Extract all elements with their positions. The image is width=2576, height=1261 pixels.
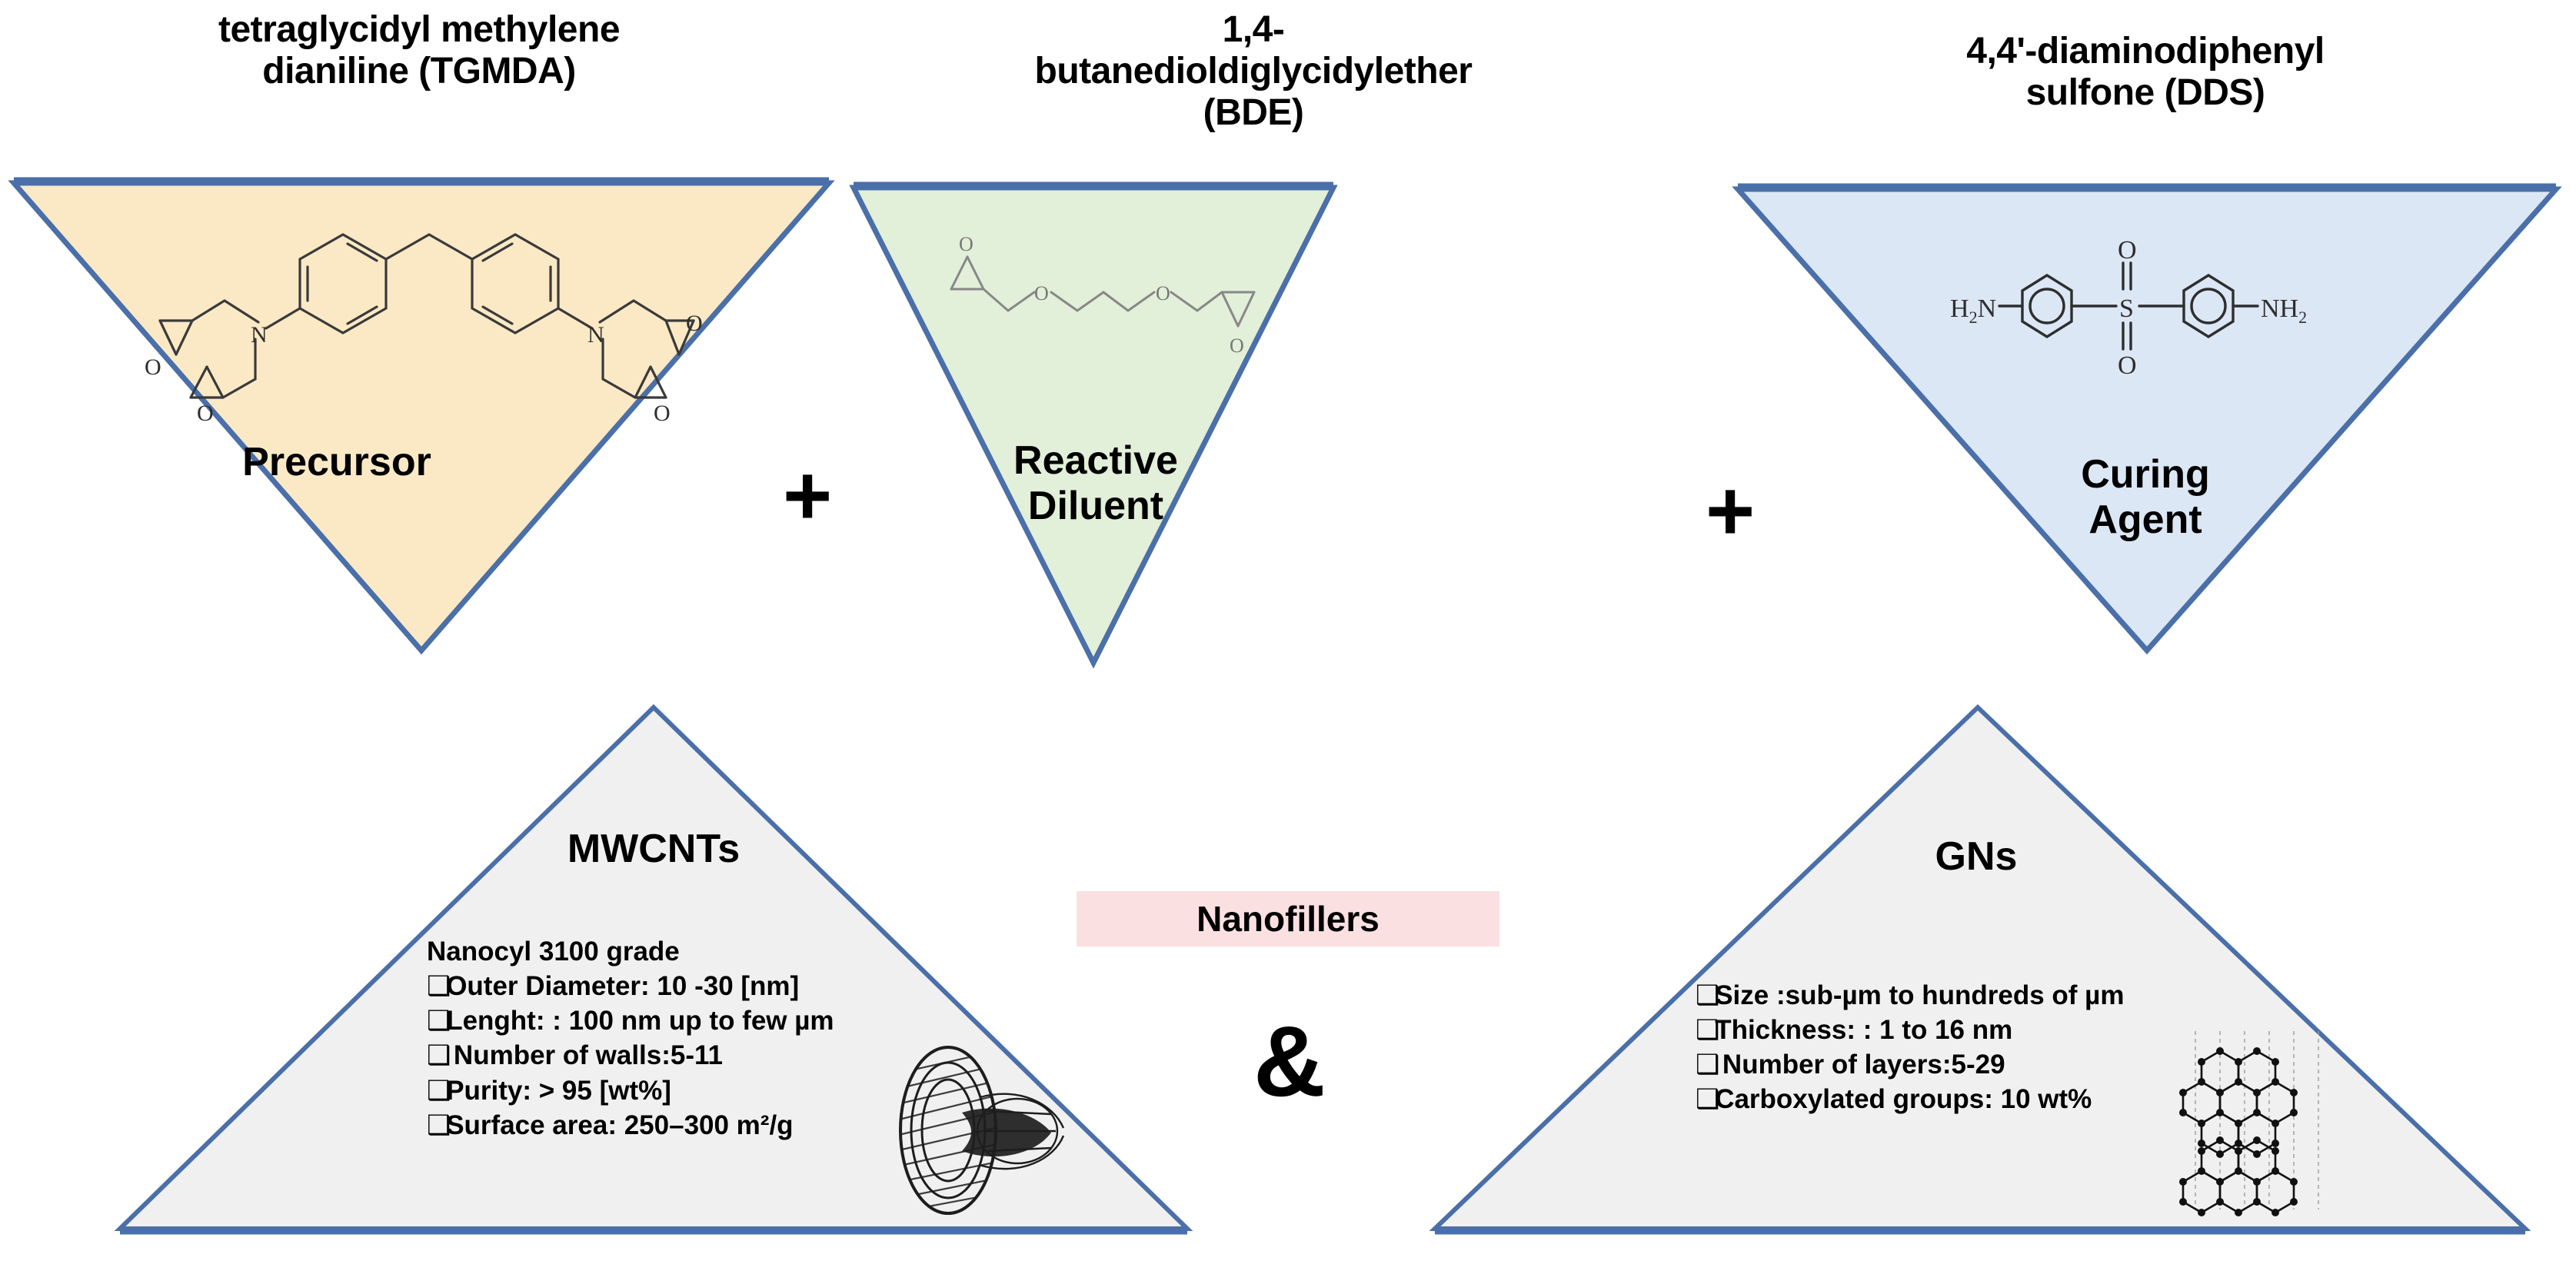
plus-operator-1-glyph: + xyxy=(783,448,833,543)
plus-operator-2: + xyxy=(1706,469,1755,554)
label-curing-agent: Curing Agent xyxy=(1984,452,2307,544)
svg-text:S: S xyxy=(2119,294,2134,323)
heading-bde-line2: butanedioldiglycidylether xyxy=(1034,50,1473,91)
svg-text:O: O xyxy=(197,401,214,426)
svg-text:O: O xyxy=(654,401,671,426)
ampersand-operator: & xyxy=(1253,1011,1326,1111)
molecule-dds: S O O H2N NH2 xyxy=(1930,231,2361,400)
svg-text:O: O xyxy=(2118,236,2137,265)
specs-gns-item-1: ❑Thickness: : 1 to 16 nm xyxy=(1696,1013,2124,1047)
heading-dds-line1: 4,4'-diaminodiphenyl xyxy=(1966,31,2325,72)
molecule-tgmda: N N O O O O xyxy=(115,196,723,427)
heading-tgmda-line1: tetraglycidyl methylene xyxy=(218,9,621,50)
specs-gns-item-3: ❑Carboxylated groups: 10 wt% xyxy=(1696,1082,2124,1116)
bullet-icon: ❑ xyxy=(427,1075,451,1106)
bullet-icon: ❑ xyxy=(1696,980,1720,1010)
specs-gns-item-2: ❑ Number of layers:5-29 xyxy=(1696,1047,2124,1082)
svg-text:N: N xyxy=(587,322,604,348)
title-gns: GNs xyxy=(1815,834,2138,880)
label-precursor: Precursor xyxy=(175,440,498,485)
svg-text:NH2: NH2 xyxy=(2261,294,2307,327)
molecule-graphene xyxy=(2165,1026,2365,1219)
triangle-dds xyxy=(1732,181,2562,658)
svg-text:O: O xyxy=(1230,334,1244,357)
label-curing-agent-line1: Curing xyxy=(2081,452,2210,497)
specs-mwcnts-item-1: ❑Lenght: : 100 nm up to few µm xyxy=(427,1003,834,1038)
title-mwcnts-text: MWCNTs xyxy=(567,827,741,871)
heading-bde-line3: (BDE) xyxy=(1203,91,1304,133)
svg-text:O: O xyxy=(959,233,973,255)
nanofillers-label: Nanofillers xyxy=(1196,899,1380,939)
bullet-icon: ❑ xyxy=(427,1040,451,1071)
specs-gns: ❑Size :sub-µm to hundreds of µm ❑Thickne… xyxy=(1696,978,2124,1117)
ampersand-glyph: & xyxy=(1253,1005,1326,1117)
bullet-icon: ❑ xyxy=(427,1006,451,1036)
heading-dds-line2: sulfone (DDS) xyxy=(2025,72,2265,113)
svg-text:O: O xyxy=(145,354,161,380)
title-gns-text: GNs xyxy=(1935,834,2018,879)
label-reactive-diluent: Reactive Diluent xyxy=(934,438,1257,530)
molecule-bde: O O O O xyxy=(934,231,1265,377)
molecule-mwcnt xyxy=(888,1042,1073,1219)
svg-text:H2N: H2N xyxy=(1950,294,1996,327)
plus-operator-1: + xyxy=(783,454,832,538)
specs-mwcnts: Nanocyl 3100 grade ❑Outer Diameter: 10 -… xyxy=(427,934,834,1143)
bullet-icon: ❑ xyxy=(1696,1084,1720,1115)
specs-mwcnts-subtitle: Nanocyl 3100 grade xyxy=(427,937,680,967)
triangle-tgmda xyxy=(8,175,835,660)
specs-mwcnts-item-2: ❑ Number of walls:5-11 xyxy=(427,1038,834,1073)
svg-text:N: N xyxy=(251,322,268,348)
heading-tgmda: tetraglycidyl methylene dianiline (TGMDA… xyxy=(69,9,769,92)
heading-dds: 4,4'-diaminodiphenyl sulfone (DDS) xyxy=(1796,31,2495,114)
triangle-gns xyxy=(1423,701,2538,1239)
bullet-icon: ❑ xyxy=(1696,1015,1720,1046)
heading-bde: 1,4- butanedioldiglycidylether (BDE) xyxy=(911,9,1596,133)
svg-text:O: O xyxy=(686,311,703,336)
svg-text:O: O xyxy=(2118,351,2137,380)
bullet-icon: ❑ xyxy=(427,1110,451,1140)
heading-tgmda-line2: dianiline (TGMDA) xyxy=(262,50,576,91)
triangle-bde xyxy=(847,180,1340,672)
svg-text:O: O xyxy=(1156,282,1170,304)
title-mwcnts: MWCNTs xyxy=(477,827,830,872)
specs-mwcnts-item-0: ❑Outer Diameter: 10 -30 [nm] xyxy=(427,969,834,1003)
heading-bde-line1: 1,4- xyxy=(1222,9,1285,50)
bullet-icon: ❑ xyxy=(1696,1050,1720,1080)
svg-text:O: O xyxy=(1034,282,1049,304)
label-reactive-diluent-line2: Diluent xyxy=(1027,484,1164,529)
label-reactive-diluent-line1: Reactive xyxy=(1013,438,1178,483)
specs-mwcnts-item-4: ❑Surface area: 250–300 m²/g xyxy=(427,1108,834,1143)
specs-gns-item-0: ❑Size :sub-µm to hundreds of µm xyxy=(1696,978,2124,1013)
bullet-icon: ❑ xyxy=(427,971,451,1002)
specs-mwcnts-item-3: ❑Purity: > 95 [wt%] xyxy=(427,1073,834,1108)
plus-operator-2-glyph: + xyxy=(1706,464,1756,558)
nanofillers-banner: Nanofillers xyxy=(1077,891,1499,947)
label-curing-agent-line2: Agent xyxy=(2088,497,2202,543)
label-precursor-text: Precursor xyxy=(242,440,431,484)
